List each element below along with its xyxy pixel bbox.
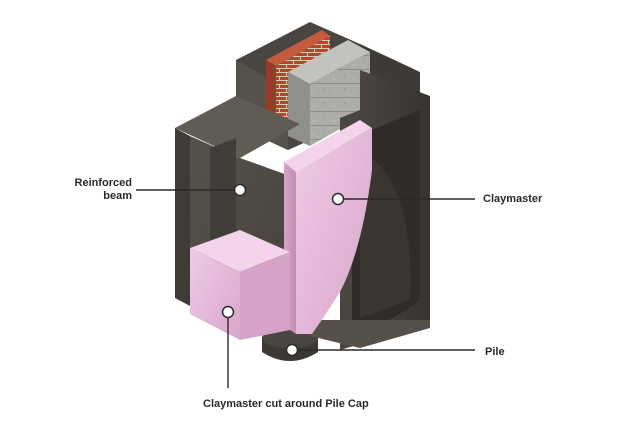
dot-reinforced-beam: [233, 183, 247, 197]
dot-pile: [285, 343, 299, 357]
dot-claymaster: [331, 192, 345, 206]
reinforced-beam-label-line1: Reinforced: [74, 177, 132, 189]
claymaster-vertical: [284, 120, 372, 334]
reinforced-beam-label: Reinforced beam: [60, 177, 132, 203]
leader-lines: [136, 189, 475, 388]
block-leaf: [288, 40, 370, 146]
pile-label: Pile: [485, 346, 505, 358]
claymaster-cut-label: Claymaster cut around Pile Cap: [203, 398, 369, 410]
marker-dots: [221, 183, 345, 357]
pile-cap-body: [310, 70, 430, 350]
claymaster-label: Claymaster: [483, 193, 543, 205]
claymaster-cut-block: [190, 230, 290, 340]
reinforced-beam-label-line2: beam: [103, 190, 132, 202]
dot-claymaster-cut: [221, 305, 235, 319]
